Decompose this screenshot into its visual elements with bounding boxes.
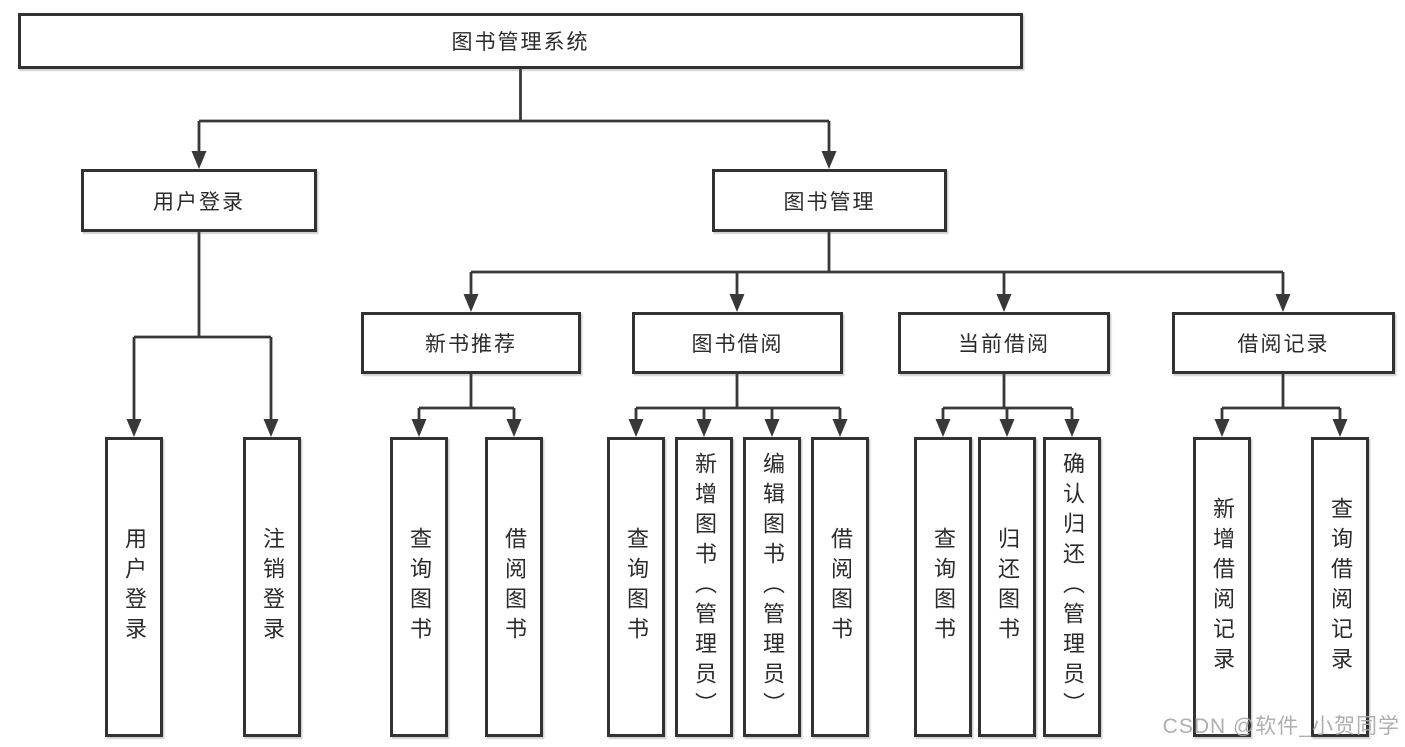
connector-group-current-borrow [941, 374, 1074, 420]
leaf-logout: 注销登录 [243, 437, 301, 737]
leaf-nb-query-books-label: 查询图书 [407, 527, 432, 647]
connector-group-borrow-records [1220, 374, 1342, 420]
leaf-nb-borrow-books: 借阅图书 [485, 437, 543, 737]
leaf-user-login: 用户登录 [105, 437, 163, 737]
node-book-management: 图书管理 [712, 169, 947, 232]
node-user-login-label: 用户登录 [153, 190, 245, 214]
leaf-bb-add-books-admin: 新增图书（管理员） [675, 437, 733, 737]
node-root: 图书管理系统 [18, 13, 1023, 69]
node-current-borrow-label: 当前借阅 [958, 333, 1050, 356]
leaf-user-login-label: 用户登录 [122, 527, 147, 647]
leaf-cb-return-books: 归还图书 [978, 437, 1036, 737]
node-new-book-recommend-label: 新书推荐 [425, 333, 517, 356]
leaf-cb-query-books: 查询图书 [914, 437, 972, 737]
node-book-borrow-label: 图书借阅 [691, 333, 784, 356]
leaf-cb-return-books-label: 归还图书 [995, 527, 1020, 647]
node-user-login: 用户登录 [81, 169, 317, 232]
connector-group-root [197, 69, 831, 152]
leaf-nb-query-books: 查询图书 [390, 437, 448, 737]
leaf-bb-borrow-books-label: 借阅图书 [828, 527, 853, 647]
leaf-br-query-record-label: 查询借阅记录 [1328, 497, 1353, 677]
node-borrow-records: 借阅记录 [1172, 312, 1395, 374]
leaf-cb-query-books-label: 查询图书 [931, 527, 956, 647]
leaf-cb-confirm-return-admin: 确认归还（管理员） [1043, 437, 1101, 737]
leaf-cb-confirm-return-admin-label: 确认归还（管理员） [1060, 452, 1085, 722]
node-root-label: 图书管理系统 [451, 31, 590, 54]
connector-group-book-management [469, 232, 1285, 295]
connector-group-book-borrow [634, 374, 842, 420]
leaf-bb-query-books-label: 查询图书 [624, 527, 649, 647]
leaf-br-add-record-label: 新增借阅记录 [1210, 497, 1235, 677]
arrowheads [126, 151, 1348, 437]
node-current-borrow: 当前借阅 [898, 312, 1110, 374]
leaf-bb-edit-books-admin: 编辑图书（管理员） [743, 437, 801, 737]
leaf-bb-edit-books-admin-label: 编辑图书（管理员） [760, 452, 785, 722]
connector-group-new-book [417, 374, 516, 420]
connector-group-user-login [132, 232, 273, 420]
leaf-nb-borrow-books-label: 借阅图书 [502, 527, 527, 647]
node-book-management-label: 图书管理 [783, 190, 876, 214]
leaf-bb-add-books-admin-label: 新增图书（管理员） [692, 452, 717, 722]
node-book-borrow: 图书借阅 [632, 312, 843, 374]
node-borrow-records-label: 借阅记录 [1237, 333, 1330, 356]
node-new-book-recommend: 新书推荐 [361, 312, 581, 374]
leaf-br-add-record: 新增借阅记录 [1193, 437, 1251, 737]
leaf-bb-query-books: 查询图书 [607, 437, 665, 737]
leaf-logout-label: 注销登录 [260, 527, 285, 647]
watermark-text: CSDN @软件_小贺同学 [1162, 715, 1400, 738]
leaf-br-query-record: 查询借阅记录 [1311, 437, 1369, 737]
leaf-bb-borrow-books: 借阅图书 [811, 437, 869, 737]
